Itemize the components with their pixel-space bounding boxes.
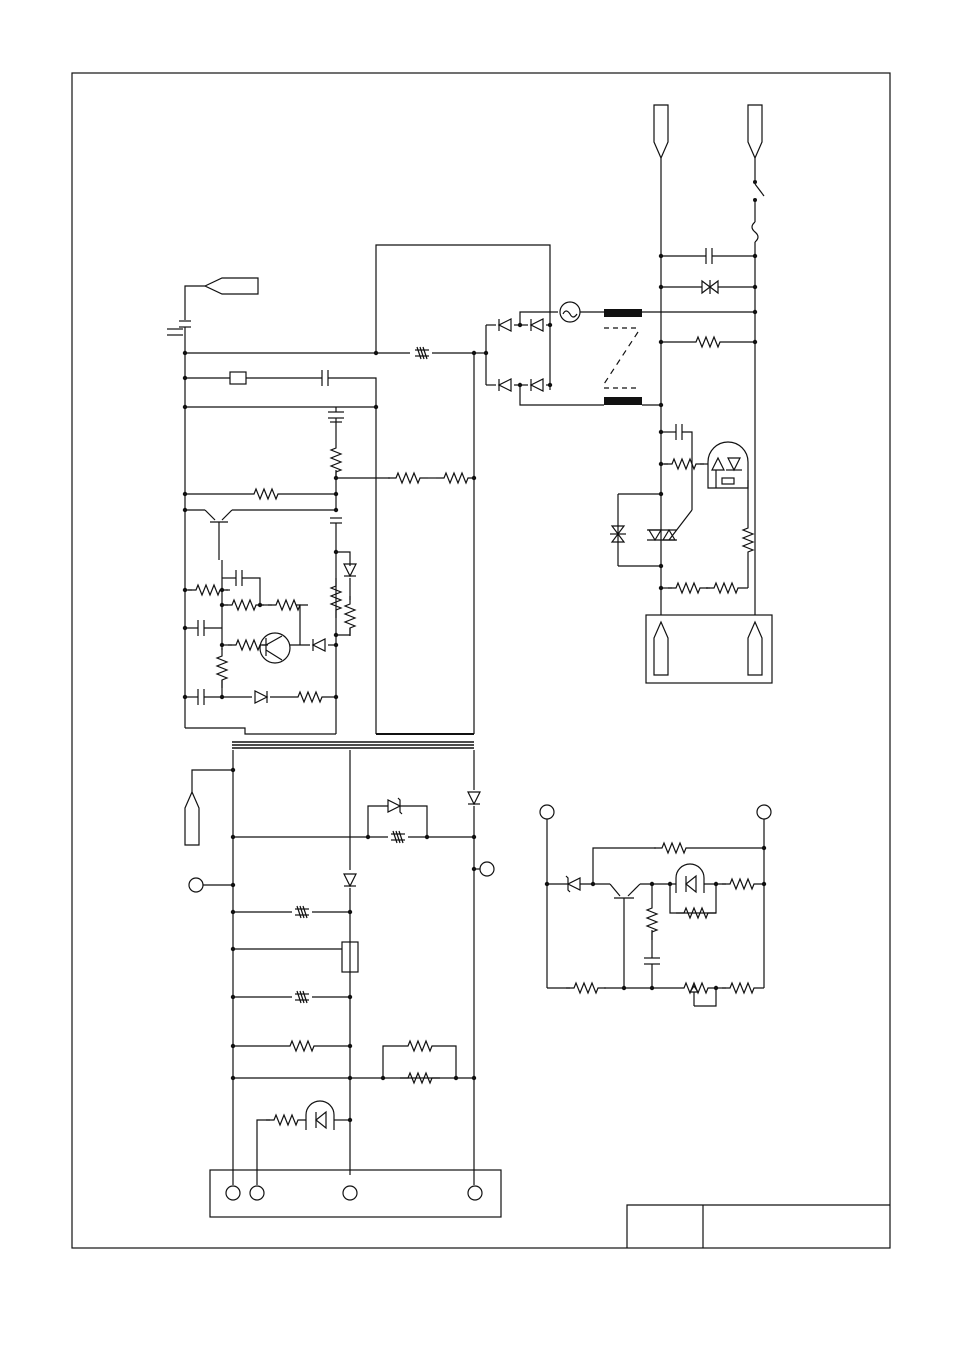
drawing-frame	[72, 73, 890, 1248]
transformer-core-icon	[232, 742, 474, 748]
varistor-icon	[702, 280, 718, 294]
output-terminal-icon	[654, 622, 668, 675]
thermistor-icon	[560, 302, 580, 322]
zener-icon	[388, 798, 402, 814]
probe-terminal-icon	[185, 792, 199, 845]
potentiometer-icon	[676, 983, 716, 1006]
transistor-icon	[260, 633, 290, 663]
terminal-icon	[226, 1186, 240, 1200]
bridge-rectifier	[474, 302, 604, 405]
relay-icon	[604, 309, 755, 405]
input-terminal-l-icon	[654, 105, 668, 158]
terminal-icon	[540, 805, 554, 819]
primary-control-circuit	[167, 245, 550, 734]
zener-icon	[566, 876, 580, 892]
secondary-connector	[210, 1170, 501, 1217]
switch-icon	[753, 180, 764, 202]
optocoupler-icon	[708, 442, 748, 488]
optocoupler-icon	[676, 864, 704, 893]
fuse-icon	[230, 372, 246, 384]
output-terminal-icon	[748, 622, 762, 675]
mosfet-icon	[328, 407, 344, 426]
triac-icon	[647, 510, 692, 540]
terminal-icon	[757, 805, 771, 819]
terminal-icon	[343, 1186, 357, 1200]
fuse-icon	[752, 222, 758, 242]
secondary-circuit	[185, 750, 501, 1217]
terminal-icon	[468, 1186, 482, 1200]
feedback-circuit	[540, 805, 771, 1006]
transistor-icon	[610, 884, 640, 988]
input-terminal-n-icon	[748, 105, 762, 158]
thermistor-icon	[415, 347, 429, 359]
terminal-icon	[189, 878, 203, 892]
optocoupler-icon	[306, 1101, 334, 1130]
junction-dots	[183, 351, 476, 699]
terminal-icon	[480, 862, 494, 876]
terminal-icon	[250, 1186, 264, 1200]
transistor-icon	[205, 510, 232, 560]
title-block	[627, 1205, 890, 1248]
probe-terminal-icon	[205, 278, 258, 294]
